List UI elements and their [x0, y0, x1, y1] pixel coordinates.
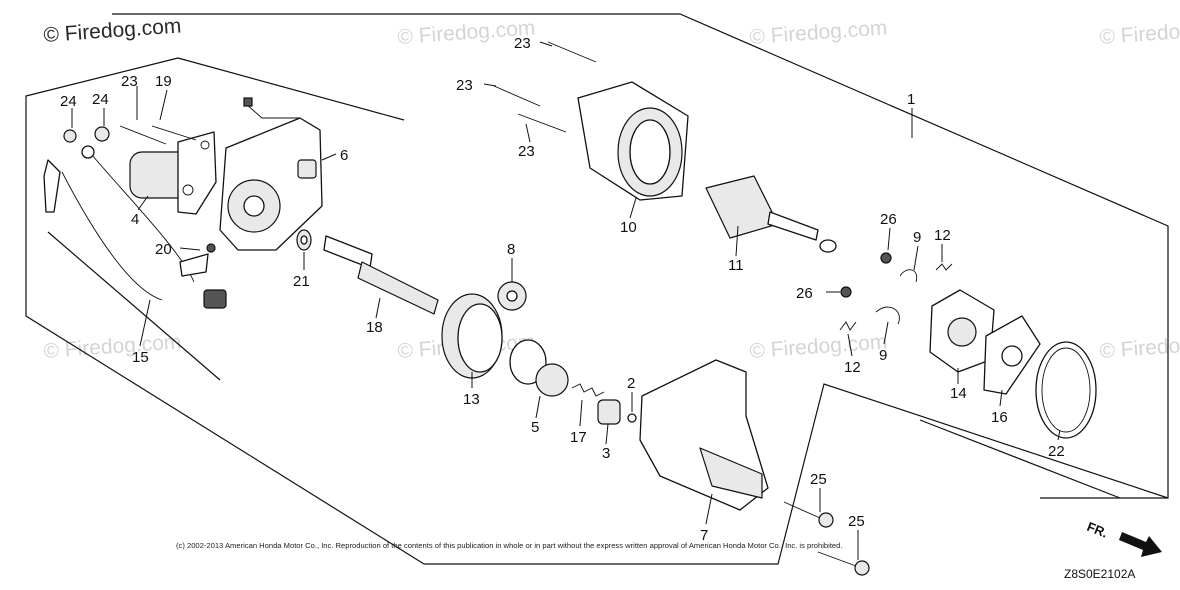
part-brush-holder-14 [929, 289, 995, 373]
callout-18: 18 [366, 319, 383, 336]
watermark: © Firedog.com [749, 330, 888, 363]
callout-26: 26 [796, 285, 813, 302]
front-direction-arrow-icon [1119, 532, 1162, 557]
part-clip-2 [627, 413, 637, 423]
callout-11: 11 [728, 257, 744, 274]
part-armature-11 [705, 175, 837, 253]
callout-2: 2 [627, 375, 635, 392]
callout-23: 23 [518, 143, 535, 160]
part-cable-15 [43, 145, 227, 309]
callout-25: 25 [848, 513, 865, 530]
callout-15: 15 [132, 349, 149, 366]
callout-24: 24 [92, 91, 109, 108]
callout-21: 21 [293, 273, 310, 290]
callout-16: 16 [991, 409, 1008, 426]
part-bolts-top [493, 41, 597, 133]
callout-14: 14 [950, 385, 967, 402]
part-pinion-shaft-18 [323, 235, 439, 315]
callout-4: 4 [131, 211, 139, 228]
part-bolts-25 [783, 501, 870, 576]
callout-23: 23 [514, 35, 531, 52]
part-solenoid-4 [129, 131, 217, 215]
watermark-main: © Firedog.com [43, 14, 182, 47]
callout-25: 25 [810, 471, 827, 488]
part-gear-8 [497, 281, 527, 311]
callout-1: 1 [907, 91, 915, 108]
part-springs-brushes [839, 252, 953, 331]
callout-9: 9 [913, 229, 921, 246]
front-direction-indicator: FR. [1085, 519, 1162, 557]
callout-17: 17 [570, 429, 587, 446]
callout-8: 8 [507, 241, 515, 258]
callout-23: 23 [456, 77, 473, 94]
callout-3: 3 [602, 445, 610, 462]
part-bolts-left [63, 125, 216, 253]
callout-19: 19 [155, 73, 172, 90]
callout-10: 10 [620, 219, 637, 236]
part-housing-7 [639, 359, 769, 511]
part-spring-17 [571, 383, 605, 397]
copyright-notice: (c) 2002-2013 American Honda Motor Co., … [176, 541, 843, 550]
watermark: © Firedog.com [749, 16, 888, 49]
watermark: © Firedog.com [43, 330, 182, 363]
assembly-frame [25, 13, 1169, 565]
diagram-code: Z8S0E2102A [1064, 567, 1135, 581]
callout-labels: 1 2 3 4 5 6 7 8 9 9 10 11 12 12 13 14 15… [60, 35, 1065, 544]
part-end-cover-6 [219, 97, 323, 251]
part-collar-3 [597, 399, 621, 425]
front-direction-label: FR. [1085, 519, 1110, 541]
part-internal-gear-13 [441, 293, 503, 379]
part-ring-22 [1035, 341, 1097, 439]
callout-26: 26 [880, 211, 897, 228]
callout-23: 23 [121, 73, 138, 90]
watermark: © Firedog.com [1099, 16, 1180, 49]
callout-24: 24 [60, 93, 77, 110]
callout-9: 9 [879, 347, 887, 364]
callout-6: 6 [340, 147, 348, 164]
callout-22: 22 [1048, 443, 1065, 460]
part-washer-21 [296, 229, 312, 251]
callout-13: 13 [463, 391, 480, 408]
callout-12: 12 [934, 227, 951, 244]
part-pinion-5 [509, 339, 569, 397]
callout-20: 20 [155, 241, 172, 258]
callout-5: 5 [531, 419, 539, 436]
leader-lines [71, 41, 1061, 560]
part-yoke-10 [577, 81, 689, 201]
callout-7: 7 [700, 527, 708, 544]
callout-12: 12 [844, 359, 861, 376]
watermarks: © Firedog.com © Firedog.com © Firedog.co… [43, 14, 1180, 363]
part-plate-16 [983, 315, 1041, 395]
